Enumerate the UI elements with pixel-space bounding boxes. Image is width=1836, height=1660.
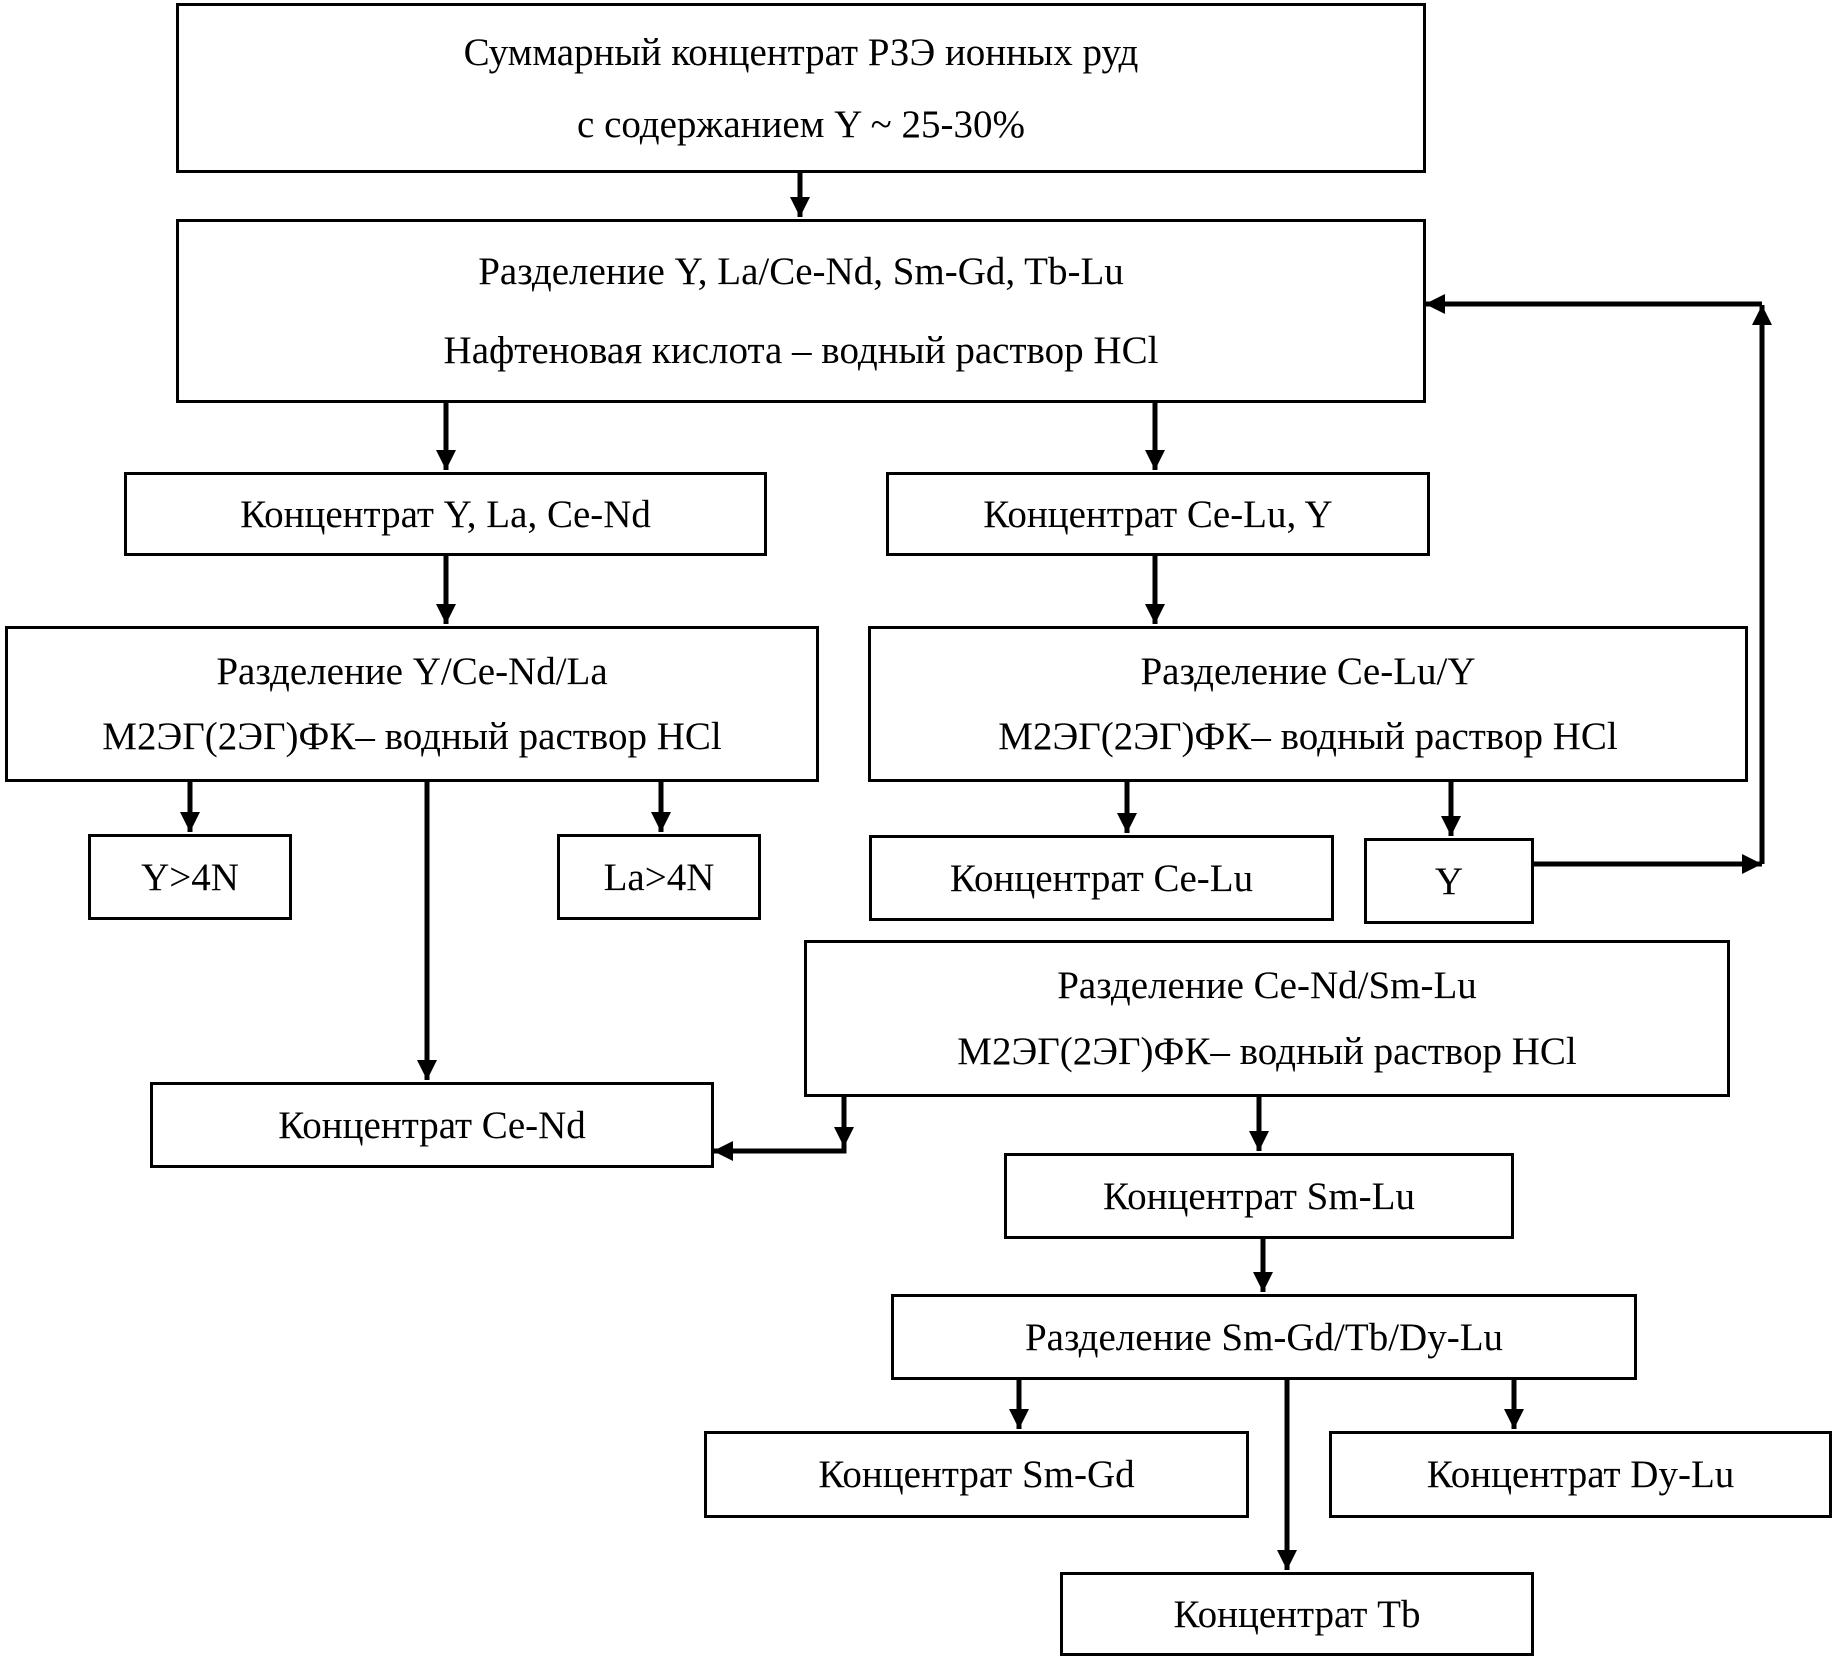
sep1-line2: Нафтеновая кислота – водный раствор HCl bbox=[443, 329, 1159, 372]
y4n-box: Y>4N bbox=[88, 834, 292, 920]
la4n-label: La>4N bbox=[603, 855, 715, 899]
sep2-line1: Разделение Y/Ce-Nd/La bbox=[216, 650, 608, 693]
sep4-line1: Разделение Ce-Nd/Sm-Lu bbox=[1057, 964, 1477, 1008]
conc-celu-y-box: Концентрат Ce-Lu, Y bbox=[886, 472, 1430, 556]
sep1-box: Разделение Y, La/Ce-Nd, Sm-Gd, Tb-Lu Наф… bbox=[176, 219, 1426, 403]
conc-tb-box: Концентрат Tb bbox=[1060, 1572, 1534, 1656]
sep5-box: Разделение Sm-Gd/Tb/Dy-Lu bbox=[891, 1294, 1637, 1380]
conc-cend-box: Концентрат Ce-Nd bbox=[150, 1082, 714, 1168]
conc-celu-label: Концентрат Ce-Lu bbox=[949, 856, 1254, 900]
conc-celu-box: Концентрат Ce-Lu bbox=[869, 835, 1334, 921]
y4n-label: Y>4N bbox=[141, 855, 239, 899]
conc-smgd-label: Концентрат Sm-Gd bbox=[818, 1453, 1135, 1496]
conc-dylu-label: Концентрат Dy-Lu bbox=[1426, 1453, 1735, 1496]
conc-y-la-cend-box: Концентрат Y, La, Ce-Nd bbox=[124, 472, 767, 556]
conc-y-la-cend-label: Концентрат Y, La, Ce-Nd bbox=[240, 492, 651, 536]
y-box: Y bbox=[1364, 838, 1534, 924]
sep4-box: Разделение Ce-Nd/Sm-Lu М2ЭГ(2ЭГ)ФК– водн… bbox=[804, 940, 1730, 1097]
sep5-label: Разделение Sm-Gd/Tb/Dy-Lu bbox=[1024, 1315, 1504, 1359]
arrow-sep4-to-conc-cend bbox=[713, 1141, 847, 1161]
conc-dylu-box: Концентрат Dy-Lu bbox=[1329, 1431, 1832, 1518]
conc-celu-y-label: Концентрат Ce-Lu, Y bbox=[983, 492, 1333, 536]
source-line1: Суммарный концентрат РЗЭ ионных руд bbox=[463, 30, 1139, 74]
source-line2: с содержанием Y ~ 25-30% bbox=[577, 102, 1025, 146]
conc-smgd-box: Концентрат Sm-Gd bbox=[704, 1431, 1249, 1518]
conc-cend-label: Концентрат Ce-Nd bbox=[278, 1103, 586, 1147]
la4n-box: La>4N bbox=[557, 834, 761, 920]
sep3-line2: М2ЭГ(2ЭГ)ФК– водный раствор HCl bbox=[998, 715, 1618, 758]
conc-tb-label: Концентрат Tb bbox=[1173, 1592, 1421, 1636]
conc-smlu-label: Концентрат Sm-Lu bbox=[1103, 1174, 1415, 1218]
sep3-box: Разделение Ce-Lu/Y М2ЭГ(2ЭГ)ФК– водный р… bbox=[868, 626, 1748, 782]
y-label: Y bbox=[1434, 859, 1464, 903]
sep4-line2: М2ЭГ(2ЭГ)ФК– водный раствор HCl bbox=[957, 1029, 1577, 1073]
sep1-line1: Разделение Y, La/Ce-Nd, Sm-Gd, Tb-Lu bbox=[478, 250, 1124, 293]
conc-smlu-box: Концентрат Sm-Lu bbox=[1004, 1153, 1514, 1239]
sep3-line1: Разделение Ce-Lu/Y bbox=[1140, 650, 1476, 693]
sep2-box: Разделение Y/Ce-Nd/La М2ЭГ(2ЭГ)ФК– водны… bbox=[5, 626, 819, 782]
source-box: Суммарный концентрат РЗЭ ионных руд с со… bbox=[176, 3, 1426, 173]
sep2-line2: М2ЭГ(2ЭГ)ФК– водный раствор HCl bbox=[102, 715, 722, 758]
